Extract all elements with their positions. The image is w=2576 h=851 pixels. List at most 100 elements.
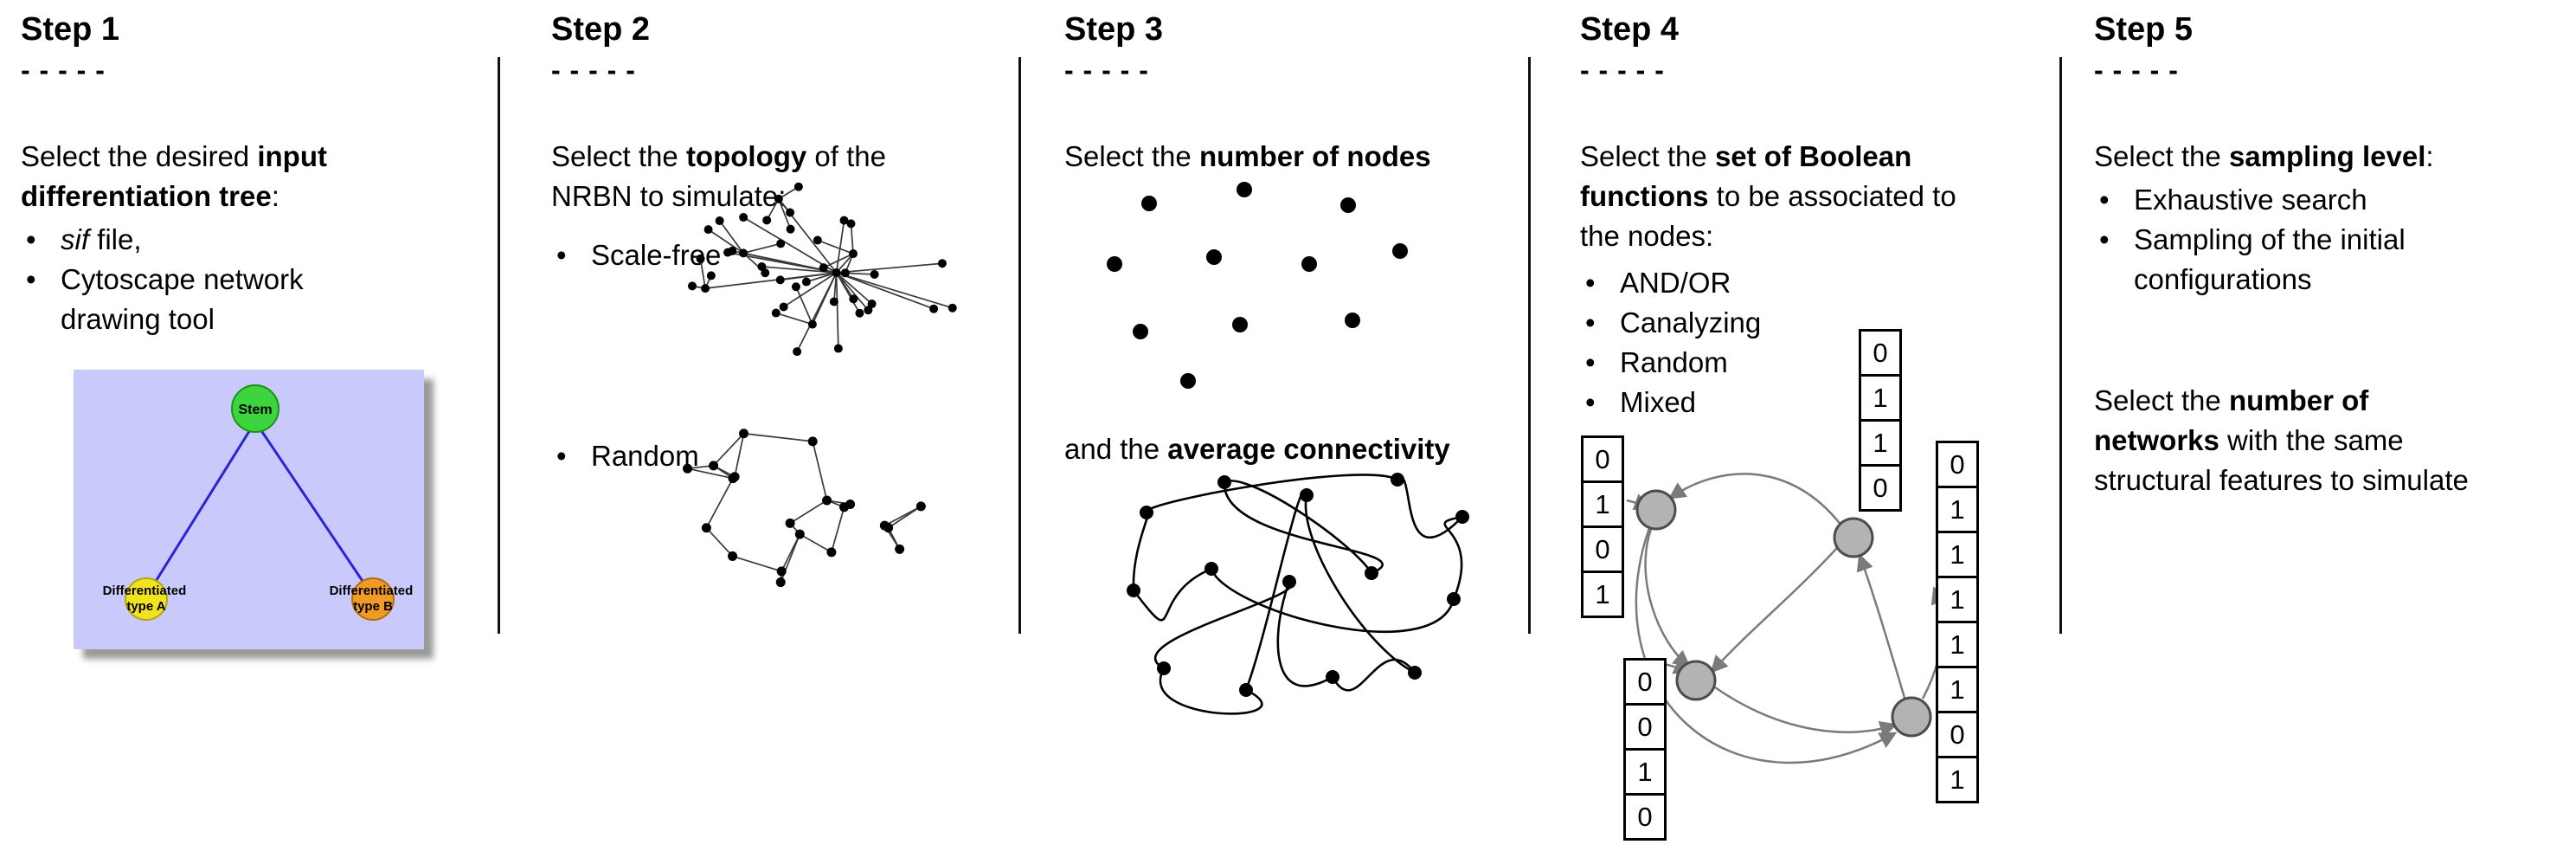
text-line: Select the sampling level: — [2094, 140, 2434, 172]
truth-table-cell: 1 — [1936, 756, 1979, 803]
text-line: Exhaustive search — [2134, 184, 2367, 216]
connectivity-network-figure — [1127, 473, 1469, 715]
boolean-node — [1635, 489, 1677, 531]
network-arrow — [1667, 473, 1842, 526]
step-5-intro: Select the sampling level: — [2094, 137, 2576, 177]
text-line: sif file, — [61, 223, 142, 255]
network-arrow — [1644, 528, 1691, 668]
boolean-node — [1833, 517, 1874, 558]
scale-free-network-figure — [688, 182, 957, 357]
column-divider — [2059, 57, 2062, 634]
bullet-icon: • — [2099, 184, 2110, 216]
text-line: functions to be associated to — [1580, 180, 1956, 212]
text-line: Select the topology of the — [551, 140, 886, 172]
column-divider — [1528, 57, 1531, 634]
step-3-dashes: - - - - - — [1064, 55, 1149, 86]
step-3-intro: Select the number of nodes — [1064, 137, 1549, 177]
text-line: Random — [1620, 346, 1728, 378]
text-line: Sampling of the initial — [2134, 223, 2406, 255]
text-line: Cytoscape network — [61, 263, 304, 295]
list-item: • Sampling of the initial configurations — [2094, 220, 2576, 300]
step-3-connectivity-text: and the average connectivity — [1064, 429, 1549, 469]
network-arrow — [1635, 527, 1898, 764]
truth-table-cell: 1 — [1859, 374, 1902, 422]
step-1-bullet-list: • sif file, • Cytoscape network drawing … — [21, 220, 492, 339]
truth-table-cell: 0 — [1623, 658, 1667, 706]
bullet-icon: • — [26, 223, 36, 255]
step-4-column: Step 4 - - - - - Select the set of Boole… — [1580, 0, 2052, 422]
bullet-icon: • — [2099, 223, 2110, 255]
differentiated-type-a-node — [125, 577, 168, 621]
bullet-icon: • — [1585, 267, 1596, 299]
text-line: differentiation tree: — [21, 180, 279, 212]
nodes-dots-figure — [1107, 182, 1408, 389]
text-line: Canalyzing — [1620, 306, 1762, 338]
step-1-column: Step 1 - - - - - Select the desired inpu… — [21, 0, 492, 339]
text-line: structural features to simulate — [2094, 464, 2469, 496]
text-line: configurations — [2134, 263, 2312, 295]
truth-table-cell: 0 — [1859, 464, 1902, 512]
truth-table-cell: 0 — [1623, 793, 1667, 841]
step-2-dashes: - - - - - — [551, 55, 636, 86]
boolean-node — [1891, 696, 1932, 738]
text-line: Select the number of nodes — [1064, 140, 1431, 172]
text-line: AND/OR — [1620, 267, 1731, 299]
network-arrow — [1856, 553, 1906, 699]
stem-node — [231, 384, 279, 433]
text-line: NRBN to simulate: — [551, 180, 787, 212]
text-line: Select the desired input — [21, 140, 327, 172]
list-item: • Mixed — [1580, 383, 2052, 422]
step-4-heading: Step 4 — [1580, 11, 1680, 48]
boolean-node — [1675, 660, 1717, 701]
step-1-intro: Select the desired input differentiation… — [21, 137, 492, 216]
truth-table-cell: 0 — [1936, 441, 1979, 488]
bullet-icon: • — [26, 263, 36, 295]
text-line: networks with the same — [2094, 424, 2404, 456]
text-line: Random — [591, 440, 699, 472]
network-arrow — [1714, 686, 1898, 738]
step-5-column: Step 5 - - - - - Select the sampling lev… — [2094, 0, 2576, 500]
step-2-bullet-list: • Scale-free • Random — [551, 235, 984, 476]
text-line: drawing tool — [61, 303, 215, 335]
truth-table-cell: 1 — [1859, 419, 1902, 467]
step-2-column: Step 2 - - - - - Select the topology of … — [551, 0, 984, 476]
list-item: • AND/OR — [1580, 263, 2052, 303]
list-item: • Canalyzing — [1580, 303, 2052, 343]
step-4-bullet-list: • AND/OR • Canalyzing • Random • Mixed — [1580, 263, 2052, 422]
random-network-figure — [683, 429, 926, 588]
truth-table-cell: 0 — [1859, 329, 1902, 377]
truth-table-cell: 1 — [1936, 486, 1979, 533]
text-line: Select the set of Boolean — [1580, 140, 1912, 172]
bullet-icon: • — [556, 440, 567, 472]
step-5-dashes: - - - - - — [2094, 55, 2179, 86]
differentiated-type-b-label: Differentiated type B — [330, 583, 417, 614]
truth-table-cell: 0 — [1581, 525, 1624, 573]
column-divider — [1018, 57, 1021, 634]
list-item: • sif file, — [21, 220, 492, 260]
list-item: • Cytoscape network drawing tool — [21, 260, 492, 339]
bullet-icon: • — [1585, 346, 1596, 378]
tree-edge — [145, 421, 257, 597]
step-1-heading: Step 1 — [21, 11, 120, 48]
tree-edge — [254, 421, 375, 597]
truth-table-cell: 1 — [1581, 571, 1624, 618]
list-item: • Exhaustive search — [2094, 180, 2576, 220]
differentiation-tree-svg: Stem Differentiated type A Differentiate… — [74, 370, 424, 649]
text-line: Select the number of — [2094, 384, 2369, 416]
truth-table-cell: 1 — [1936, 621, 1979, 668]
text-line: and the average connectivity — [1064, 433, 1450, 465]
step-4-intro: Select the set of Boolean functions to b… — [1580, 137, 2052, 256]
step-4-dashes: - - - - - — [1580, 55, 1665, 86]
step-2-heading: Step 2 — [551, 11, 651, 48]
step-5-bullet-list: • Exhaustive search • Sampling of the in… — [2094, 180, 2576, 300]
truth-table-cell: 1 — [1623, 748, 1667, 796]
text-line: Mixed — [1620, 386, 1697, 418]
truth-table-cell: 0 — [1581, 435, 1624, 483]
truth-table-cell: 1 — [1581, 480, 1624, 528]
truth-table-cell: 1 — [1936, 531, 1979, 578]
